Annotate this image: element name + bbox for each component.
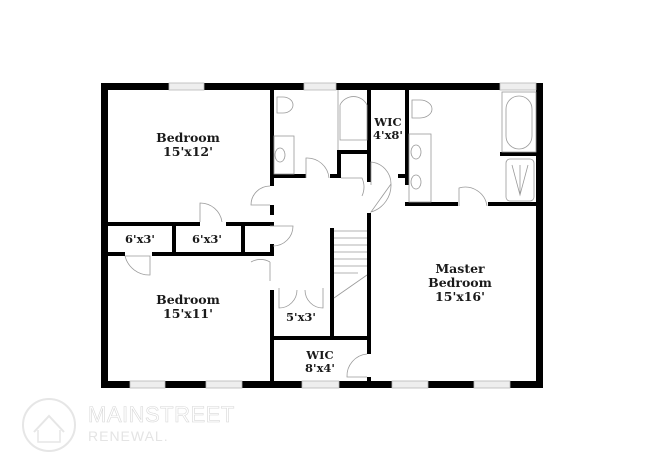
room-name: WIC	[374, 115, 402, 129]
brand-name-line1: MAINSTREET	[88, 402, 235, 428]
room-label-bedroom-1: Bedroom 15'x12'	[156, 131, 220, 159]
bath1-fixtures	[273, 90, 368, 175]
room-name: WIC	[306, 348, 334, 362]
room-size: 15'x11'	[163, 306, 213, 321]
interior-walls	[108, 90, 536, 381]
room-label-wic-1: WIC 4'x8'	[373, 116, 403, 142]
room-label-master-bedroom: Master Bedroom 15'x16'	[428, 262, 492, 304]
room-name: Bedroom	[156, 292, 220, 307]
doors	[124, 157, 488, 378]
room-label-closet-2: 6'x3'	[192, 233, 222, 246]
room-name: Bedroom	[156, 130, 220, 145]
room-label-wic-2: WIC 8'x4'	[305, 349, 335, 375]
room-name-line1: Master	[435, 261, 485, 276]
exterior-walls	[101, 83, 543, 388]
windows	[129, 82, 537, 389]
room-label-closet-3: 5'x3'	[286, 311, 316, 324]
room-size: 6'x3'	[192, 232, 222, 246]
room-label-closet-1: 6'x3'	[125, 233, 155, 246]
room-size: 6'x3'	[125, 232, 155, 246]
master-bath-fixtures	[408, 91, 537, 203]
logo-house-icon	[22, 398, 76, 452]
brand-logo: MAINSTREET RENEWAL.	[20, 396, 260, 458]
room-size: 15'x12'	[163, 144, 213, 159]
brand-name-line2: RENEWAL.	[88, 428, 169, 444]
room-size: 4'x8'	[373, 128, 403, 142]
stairs	[333, 230, 368, 299]
room-size: 15'x16'	[435, 289, 485, 304]
room-size: 5'x3'	[286, 310, 316, 324]
room-name-line2: Bedroom	[428, 275, 492, 290]
room-size: 8'x4'	[305, 361, 335, 375]
room-label-bedroom-2: Bedroom 15'x11'	[156, 293, 220, 321]
